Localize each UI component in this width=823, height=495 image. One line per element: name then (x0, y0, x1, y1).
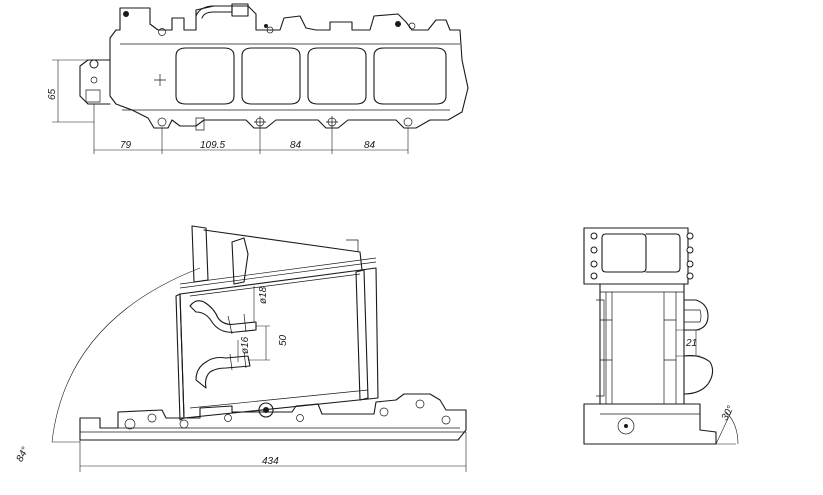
dim-front-length: 434 (262, 456, 279, 467)
dim-top-height: 65 (47, 88, 58, 100)
port-2 (241, 47, 301, 105)
side-view: 21 30° (583, 227, 739, 445)
port-1 (175, 47, 235, 105)
dim-side-angle: 30° (720, 404, 737, 423)
front-view: ø18 ø16 50 84° 434 (15, 225, 467, 472)
top-view: 65 79 109.5 84 84 (47, 3, 469, 154)
dim-top-spacing-3: 84 (290, 140, 302, 151)
port-3 (307, 47, 367, 105)
dim-top-spacing-4: 84 (364, 140, 376, 151)
dim-pipe-lower: ø16 (240, 336, 251, 354)
port-4 (373, 47, 447, 105)
dim-top-spacing-1: 79 (120, 140, 132, 151)
dim-top-spacing-2: 109.5 (200, 140, 225, 151)
dim-side-offset: 21 (685, 338, 697, 349)
dim-pipe-spacing: 50 (278, 334, 289, 346)
left-bolt-hole (89, 59, 99, 69)
dim-front-angle: 84° (15, 445, 32, 464)
dim-pipe-upper: ø18 (258, 286, 269, 304)
